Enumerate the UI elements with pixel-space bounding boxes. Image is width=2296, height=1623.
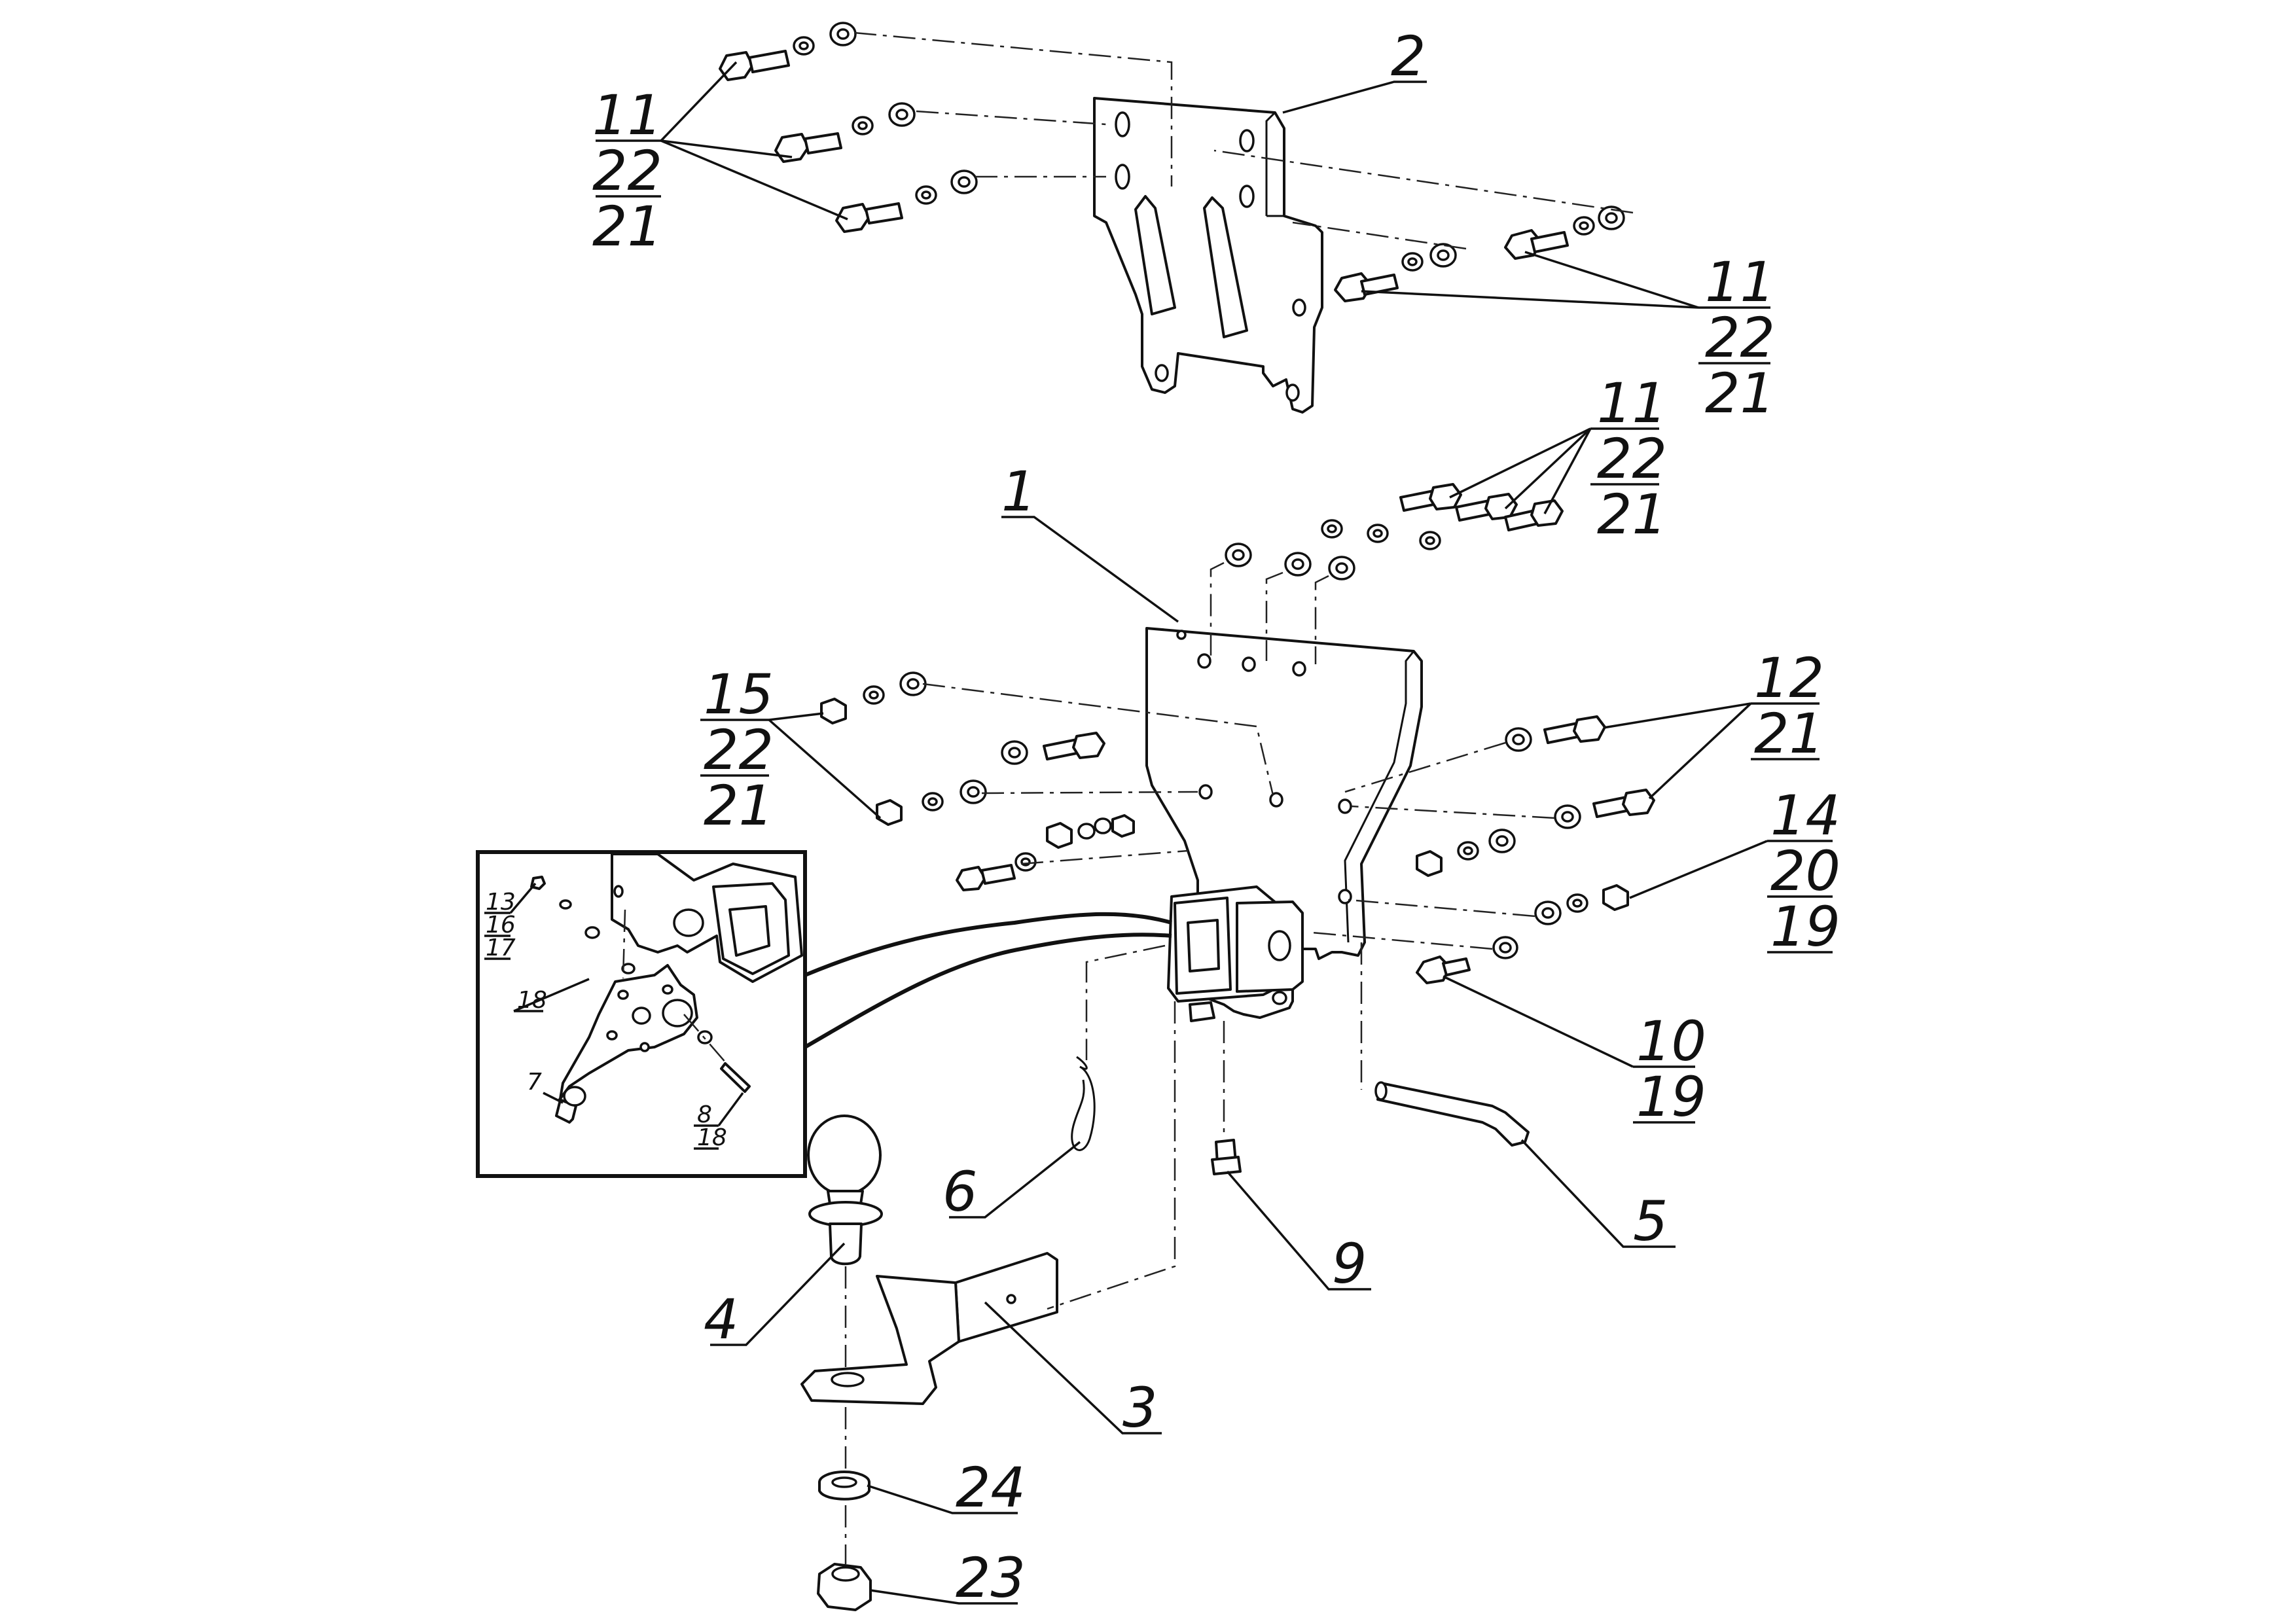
- inset-link-upper: [804, 912, 1172, 977]
- ball-mount-part-3: [800, 1252, 1058, 1405]
- callout-3: 3: [1122, 1376, 1157, 1440]
- callout-5: 5: [1633, 1189, 1668, 1253]
- callout-2: 2: [1391, 24, 1426, 88]
- callout-4: 4: [704, 1287, 738, 1351]
- right-side-fasteners: [1416, 715, 1655, 984]
- inset-callout-13: 13: [486, 889, 516, 916]
- callout-19-right: 19: [1770, 895, 1840, 959]
- inset-link-lower: [804, 933, 1172, 1049]
- callout-20: 20: [1770, 839, 1840, 903]
- callout-22-mid: 22: [1597, 427, 1667, 491]
- inset-callout-17: 17: [486, 935, 516, 961]
- receiver-tube: [1167, 885, 1304, 1022]
- callout-11-upper-right: 11: [1705, 250, 1775, 314]
- upper-bracket-part-2: [1093, 97, 1323, 414]
- left-side-fasteners: [820, 671, 1135, 891]
- callout-1: 1: [1001, 459, 1036, 524]
- inset-callout-8: 8: [697, 1101, 712, 1128]
- callout-11-upper-left: 11: [592, 83, 662, 147]
- callout-labels: 11 22 21 2 11 22 21 11 22 21 1 15 22 21 …: [486, 24, 1840, 1610]
- callout-22-left: 22: [704, 718, 774, 782]
- callout-15: 15: [704, 662, 774, 726]
- tow-ball-part-4: [807, 1115, 883, 1266]
- callout-21-upper-right: 21: [1705, 361, 1775, 425]
- callout-6: 6: [942, 1160, 977, 1224]
- nut-part-23: [817, 1563, 872, 1611]
- washer-part-24: [818, 1471, 870, 1501]
- callout-21-upper-left: 21: [592, 194, 662, 259]
- center-lines: [844, 31, 1634, 1564]
- inset-callout-7: 7: [527, 1069, 542, 1096]
- callout-21-right: 21: [1754, 702, 1824, 766]
- callout-12: 12: [1754, 646, 1824, 710]
- callout-22-upper-right: 22: [1705, 306, 1775, 370]
- callout-21-mid: 21: [1597, 482, 1667, 546]
- callout-19-lower: 19: [1636, 1065, 1706, 1129]
- inset-callout-16: 16: [486, 912, 516, 938]
- callout-21-left: 21: [704, 774, 774, 838]
- upper-left-fasteners: [719, 22, 978, 233]
- upper-right-fasteners: [1334, 205, 1625, 302]
- inset-callout-18-upper: 18: [517, 987, 547, 1014]
- callout-11-mid: 11: [1597, 371, 1667, 435]
- callout-23: 23: [956, 1546, 1026, 1610]
- callout-24: 24: [956, 1455, 1026, 1520]
- leader-lines: [484, 61, 1833, 1605]
- detail-inset: [476, 850, 807, 1178]
- inset-callout-18-lower: 18: [697, 1124, 727, 1151]
- bolt-part-9: [1211, 1139, 1242, 1175]
- callout-22-upper-left: 22: [592, 139, 662, 203]
- clip-part-6: [1071, 1056, 1096, 1151]
- callout-14: 14: [1770, 783, 1840, 847]
- callout-10: 10: [1636, 1009, 1706, 1073]
- callout-9: 9: [1332, 1232, 1367, 1296]
- main-plate-top-fasteners: [1225, 483, 1564, 580]
- pin-part-5: [1374, 1081, 1530, 1147]
